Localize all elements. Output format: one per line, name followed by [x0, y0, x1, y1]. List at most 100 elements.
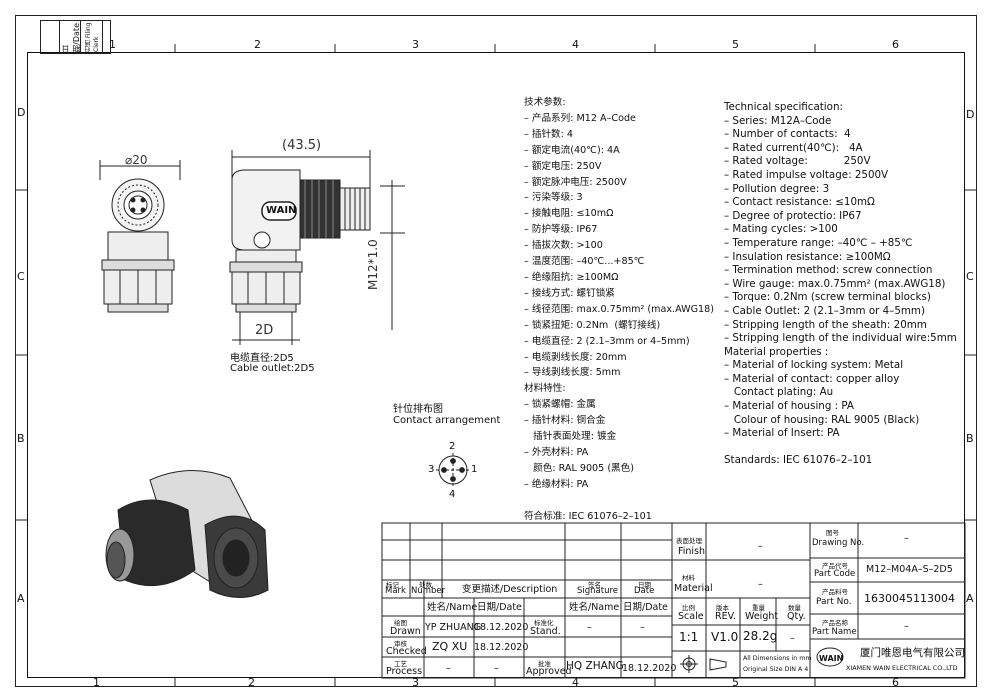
part-no-cn: 产品料号	[822, 588, 848, 596]
zone-row-d: D	[17, 106, 26, 119]
checked-name: ZQ XU	[432, 640, 468, 653]
zone-col-1: 1	[109, 38, 116, 51]
signature-en: Signature	[577, 586, 619, 596]
spec-en-line: – Contact resistance: ≤10mΩ	[724, 196, 875, 209]
finish-value: –	[758, 541, 763, 552]
spec-en-line: – Degree of protectio: IP67	[724, 209, 862, 222]
spec-cn-line: – 额定电流(40℃): 4A	[524, 144, 620, 156]
spec-en-line: – Cable Outlet: 2 (2.1–3mm or 4–5mm)	[724, 304, 925, 317]
number-en: Number	[411, 586, 446, 596]
cable-note-cn: 电缆直径:2D5	[230, 353, 294, 364]
stand-name: –	[587, 622, 592, 633]
spec-cn-line: – 锁紧扭矩: 0.2Nm (螺钉接线)	[524, 319, 661, 331]
contact-title-cn: 针位排布图	[393, 404, 443, 415]
zone-col-4: 4	[572, 38, 579, 51]
spec-en-line: Material properties :	[724, 345, 829, 358]
finish-en: Finish	[678, 546, 706, 557]
zone-col-3: 3	[412, 38, 419, 51]
spec-cn-line: – 绝缘阻抗: ≥100MΩ	[524, 271, 619, 283]
company-name-cn: 厦门唯恩电气有限公司	[860, 647, 965, 659]
mark-en: Mark	[385, 586, 406, 596]
spec-cn-line: 符合标准: IEC 61076–2–101	[524, 510, 652, 522]
drawing-border-outer	[15, 15, 977, 687]
spec-cn-line: – 电缆直径: 2 (2.1–3mm or 4–5mm)	[524, 335, 690, 347]
spec-cn-line: – 接线方式: 螺钉锁紧	[524, 287, 615, 299]
part-code-cn: 产品代号	[822, 562, 848, 570]
scale-cn: 比例	[682, 604, 695, 612]
spec-en-line: – Material of Insert: PA	[724, 427, 840, 440]
spec-en-line: – Mating cycles: >100	[724, 223, 838, 236]
name-header-2: 姓名/Name	[569, 602, 620, 613]
stand-en: Stand.	[530, 626, 561, 637]
checked-en: Checked	[386, 646, 427, 657]
zone-col-2: 2	[254, 38, 261, 51]
zone-col-6-bottom: 6	[892, 676, 899, 689]
product-3d-view	[105, 470, 269, 598]
zone-row-a-right: A	[966, 592, 974, 605]
part-no-value: 1630045113004	[864, 592, 955, 605]
name-header-1: 姓名/Name	[427, 602, 478, 613]
weight-value: 28.2g	[743, 629, 778, 643]
zone-row-d-right: D	[966, 108, 975, 121]
part-name-cn: 产品名称	[822, 619, 848, 627]
zone-col-4-bottom: 4	[572, 676, 579, 689]
brand-logo-drawing: WAIN	[266, 205, 297, 216]
spec-list-en: Technical specification:– Series: M12A–C…	[724, 101, 957, 468]
spec-cn-line: – 接触电阻: ≤10mΩ	[524, 208, 614, 220]
cable-note-en: Cable outlet:2D5	[230, 363, 315, 374]
zone-row-c: C	[17, 270, 25, 283]
spec-cn-line: – 额定电压: 250V	[524, 160, 602, 172]
spec-en-line: – Temperature range: –40℃ – +85℃	[724, 236, 913, 249]
spec-cn-line: 技术参数:	[524, 97, 566, 108]
dimensions-note-2: Original Size DIN A 4	[743, 666, 809, 673]
description-header: 变更描述/Description	[462, 584, 558, 595]
title-block-grid	[381, 522, 966, 679]
approved-en: Approved	[526, 666, 572, 677]
zone-col-2-bottom: 2	[248, 676, 255, 689]
qty-en: Qty.	[787, 611, 806, 622]
spec-cn-line: – 电缆剥线长度: 20mm	[524, 351, 627, 363]
spec-en-line: – Torque: 0.2Nm (screw terminal blocks)	[724, 291, 931, 304]
part-name-en: Part Name	[812, 627, 857, 637]
process-cn: 工艺	[394, 660, 407, 668]
zone-col-5: 5	[732, 38, 739, 51]
title-block: 标记 Mark 处数 Number 变更描述/Description 签名 Si…	[382, 523, 965, 678]
zone-col-5-bottom: 5	[732, 676, 739, 689]
process-date: –	[494, 663, 499, 674]
spec-en-line: – Termination method: screw connection	[724, 264, 933, 277]
zone-col-6: 6	[892, 38, 899, 51]
qty-cn: 数量	[788, 604, 801, 612]
spec-en-line: Colour of housing: RAL 9005 (Black)	[724, 413, 920, 426]
spec-cn-line: – 防护等级: IP67	[524, 224, 598, 236]
spec-en-line: – Stripping length of the sheath: 20mm	[724, 318, 927, 331]
date-en: Date	[634, 586, 655, 596]
weight-cn: 重量	[752, 604, 765, 612]
dim-length: (43.5)	[282, 138, 322, 153]
checked-date: 18.12.2020	[474, 642, 529, 653]
part-no-en: Part No.	[816, 597, 852, 607]
spec-cn-line: 材料特性:	[524, 383, 566, 395]
part-code-value: M12–M04A–S–2D5	[866, 564, 953, 575]
spec-en-line: – Material of locking system: Metal	[724, 359, 904, 372]
drawing-no-en: Drawing No.	[812, 538, 865, 548]
spec-cn-line: – 插拔次数: >100	[524, 240, 603, 252]
spec-cn-line: – 锁紧螺帽: 金属	[524, 399, 596, 411]
spec-en-line: – Material of housing : PA	[724, 400, 854, 413]
spec-cn-line: – 污染等级: 3	[524, 192, 583, 204]
zone-col-3-bottom: 3	[412, 676, 419, 689]
spec-en-line: – Pollution degree: 3	[724, 182, 830, 195]
material-en: Material	[674, 583, 713, 594]
zone-row-c-right: C	[966, 270, 974, 283]
spec-cn-line: – 额定脉冲电压: 2500V	[524, 176, 627, 188]
spec-cn-line: 插针表面处理: 镀金	[524, 431, 617, 443]
approved-cn: 批准	[538, 660, 551, 668]
pin-1: 1	[471, 464, 478, 475]
drawing-no-cn: 图号	[826, 529, 839, 537]
spec-en-line: – Stripping length of the individual wir…	[724, 332, 957, 345]
spec-en-line: Technical specification:	[724, 101, 843, 113]
company-logo: WAIN	[819, 654, 844, 663]
spec-en-line: – Rated voltage: 250V	[724, 155, 871, 168]
zone-row-b: B	[17, 432, 25, 445]
finish-cn: 表面处理	[676, 537, 702, 545]
spec-en-line: Contact plating: Au	[724, 386, 834, 399]
